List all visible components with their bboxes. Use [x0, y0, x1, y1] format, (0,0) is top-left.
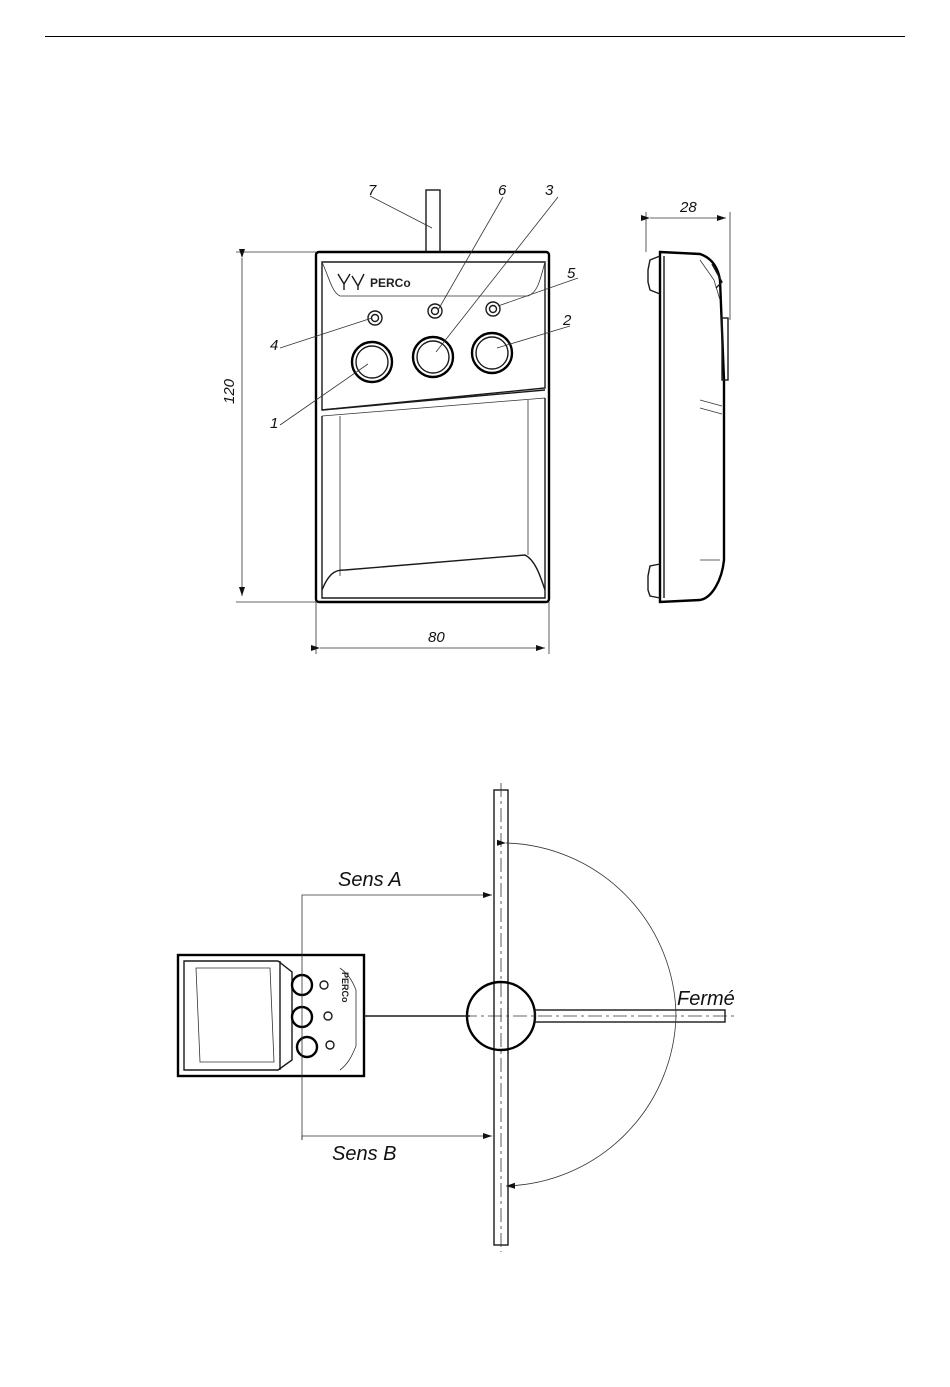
callout-7: 7	[368, 182, 377, 199]
indicator-5	[486, 302, 500, 316]
callout-5: 5	[567, 265, 576, 282]
side-view: 28	[646, 199, 730, 602]
perco-logo: PERCo	[338, 274, 411, 290]
label-sens-b: Sens B	[332, 1143, 396, 1165]
svg-text:PERCo: PERCo	[340, 972, 350, 1003]
dim-depth: 28	[679, 199, 697, 216]
callout-3: 3	[545, 182, 554, 199]
dim-height: 120	[221, 378, 238, 404]
cable	[426, 190, 440, 252]
front-view: PERCo 7 6 3 5 2 4 1 120	[221, 182, 578, 654]
button-2	[472, 333, 512, 373]
remote-top-view: PERCo	[178, 955, 364, 1076]
callout-2: 2	[562, 312, 572, 329]
callout-4: 4	[270, 337, 278, 354]
button-1	[352, 342, 392, 382]
turnstile-diagram: PERCo Sens A Sens B Fermé	[178, 783, 735, 1252]
callout-6: 6	[498, 182, 507, 199]
label-sens-a: Sens A	[338, 869, 402, 891]
label-ferme: Fermé	[677, 988, 735, 1010]
callout-1: 1	[270, 415, 278, 432]
button-3	[413, 337, 453, 377]
indicator-4	[368, 311, 382, 325]
dim-width: 80	[428, 629, 445, 646]
svg-text:PERCo: PERCo	[370, 276, 411, 290]
